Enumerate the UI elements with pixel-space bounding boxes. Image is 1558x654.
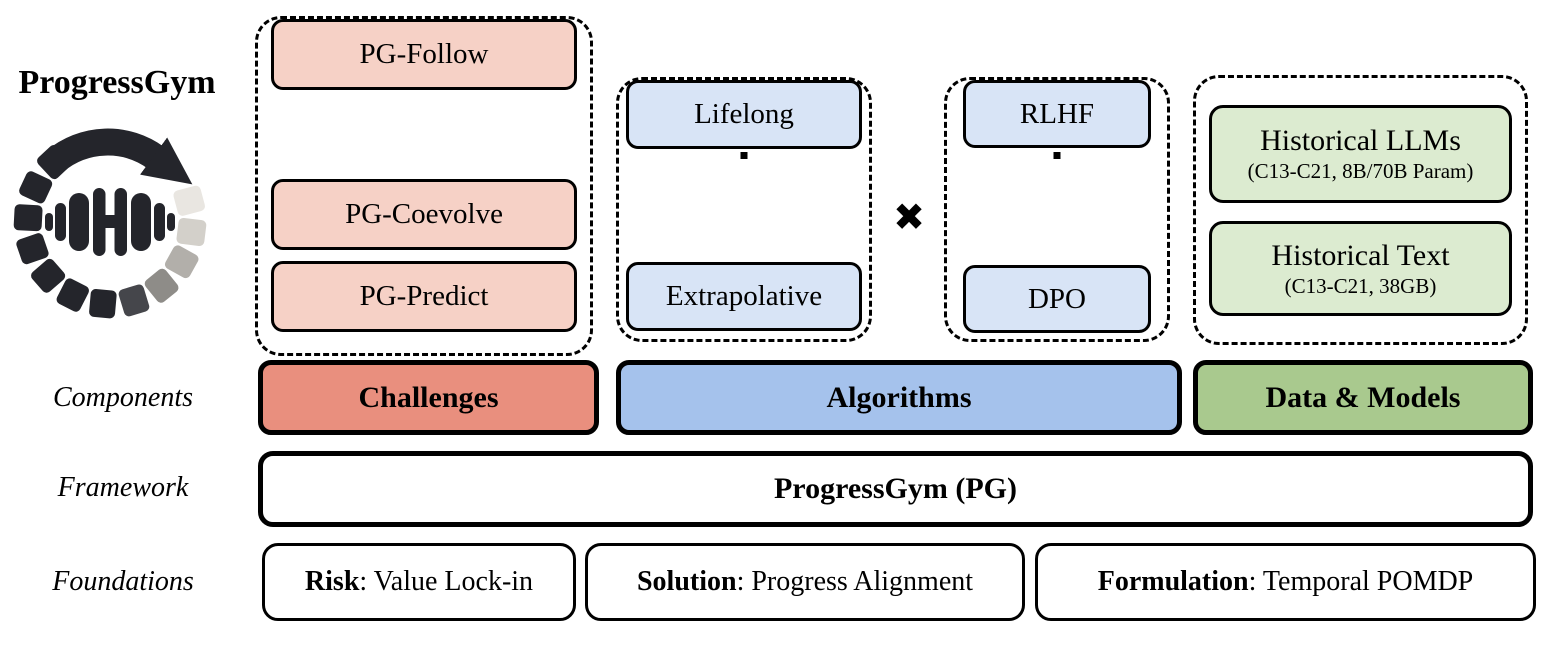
progressgym-logo-icon (13, 128, 207, 319)
group-data-models: Historical LLMs (C13-C21, 8B/70B Param) … (1193, 75, 1528, 345)
components-bar-data-models: Data & Models (1193, 360, 1533, 435)
foundation-box-solution: Solution: Progress Alignment (585, 543, 1025, 621)
challenge-chip-label: PG-Predict (359, 280, 489, 312)
data-card-title: Historical LLMs (1260, 124, 1461, 157)
logo-arrow (46, 128, 193, 185)
algorithm-type-chip-label: Lifelong (694, 98, 794, 130)
foundation-box-formulation: Formulation: Temporal POMDP (1035, 543, 1536, 621)
framework-bar: ProgressGym (PG) (258, 451, 1533, 527)
data-card-title: Historical Text (1271, 238, 1450, 272)
foundation-lead: Risk (304, 566, 360, 597)
algorithm-method-chip: RLHF (963, 80, 1151, 148)
foundation-rest: : Value Lock-in (359, 566, 534, 597)
components-bar-challenges: Challenges (258, 360, 599, 435)
logo-dumbbell-icon (45, 188, 175, 256)
challenge-chip: PG-Coevolve (271, 179, 577, 250)
challenge-chip-label: PG-Coevolve (345, 198, 503, 230)
group-algorithm-types: Extrapolative Lifelong (616, 77, 872, 342)
row-label-components: Components (53, 382, 193, 413)
data-card-subtitle: (C13-C21, 8B/70B Param) (1247, 159, 1474, 183)
foundation-rest: : Progress Alignment (736, 566, 974, 597)
challenge-chip: PG-Predict (271, 261, 577, 332)
challenge-chip-label: PG-Follow (359, 38, 489, 70)
foundation-box-risk: Risk: Value Lock-in (262, 543, 576, 621)
components-bar-algorithms: Algorithms (616, 360, 1182, 435)
brand-title: ProgressGym (18, 64, 216, 101)
row-label-framework: Framework (57, 472, 189, 503)
algorithm-type-chip: Lifelong (626, 80, 862, 149)
data-card-historical-llms: Historical LLMs (C13-C21, 8B/70B Param) (1209, 105, 1512, 203)
algorithm-type-chip-label: Extrapolative (665, 280, 823, 312)
data-card-historical-text: Historical Text (C13-C21, 38GB) (1209, 221, 1512, 316)
algorithm-method-chip-label: RLHF (1019, 97, 1095, 130)
algorithm-method-chip-label: DPO (1027, 282, 1086, 315)
row-label-foundations: Foundations (52, 566, 194, 597)
data-card-subtitle: (C13-C21, 38GB) (1284, 273, 1437, 298)
foundation-rest: : Temporal POMDP (1248, 566, 1474, 597)
algorithm-method-chip: DPO (963, 265, 1151, 333)
challenge-chip: PG-Follow (271, 19, 577, 90)
group-challenges: PG-Coevolve PG-Predict PG-Follow (255, 16, 593, 356)
foundation-lead: Solution (636, 566, 737, 597)
group-algorithm-methods: DPO RLHF (944, 77, 1170, 342)
algorithm-type-chip: Extrapolative (626, 262, 862, 331)
cross-product-icon: ✖ (893, 195, 925, 239)
foundation-lead: Formulation (1097, 566, 1249, 597)
logo-ring-segments (13, 144, 207, 319)
